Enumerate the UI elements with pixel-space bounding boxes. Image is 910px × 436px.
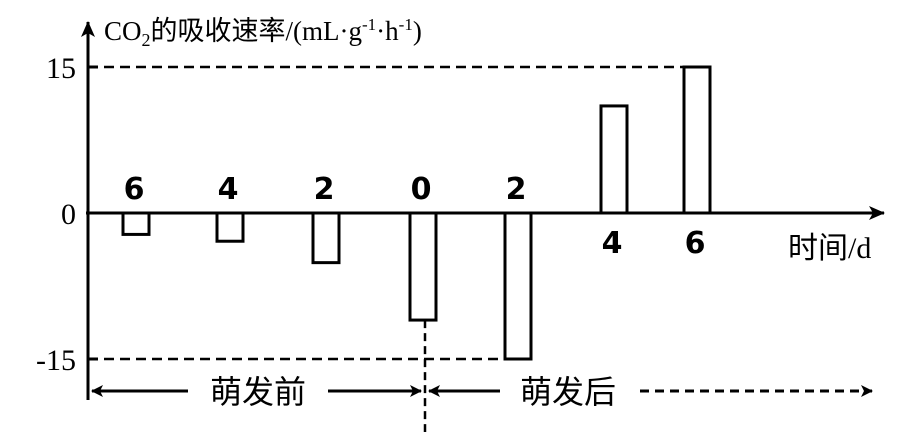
bar-label: 4 (602, 226, 623, 261)
bar-label: 2 (506, 172, 527, 207)
x-axis-label: 时间/d (788, 232, 871, 265)
bar (121, 211, 151, 236)
bar (503, 211, 533, 361)
phase-after-label: 萌发后 (520, 373, 616, 411)
bar-label: 4 (218, 172, 239, 207)
bar (408, 211, 438, 322)
y-tick-label: 0 (61, 198, 76, 231)
phase-before-label: 萌发前 (210, 373, 306, 411)
bar (599, 104, 629, 215)
bar (682, 65, 712, 215)
y-tick-label: -15 (36, 344, 76, 377)
bar (311, 211, 341, 265)
bar-label: 0 (411, 172, 432, 207)
bar-label: 2 (314, 172, 335, 207)
bar-label: 6 (685, 226, 706, 261)
y-tick-label: 15 (46, 52, 76, 85)
y-axis-label: CO2的吸收速率/(mL·g-1·h-1) (104, 15, 422, 50)
bar (215, 211, 245, 243)
bar-label: 6 (124, 172, 145, 207)
